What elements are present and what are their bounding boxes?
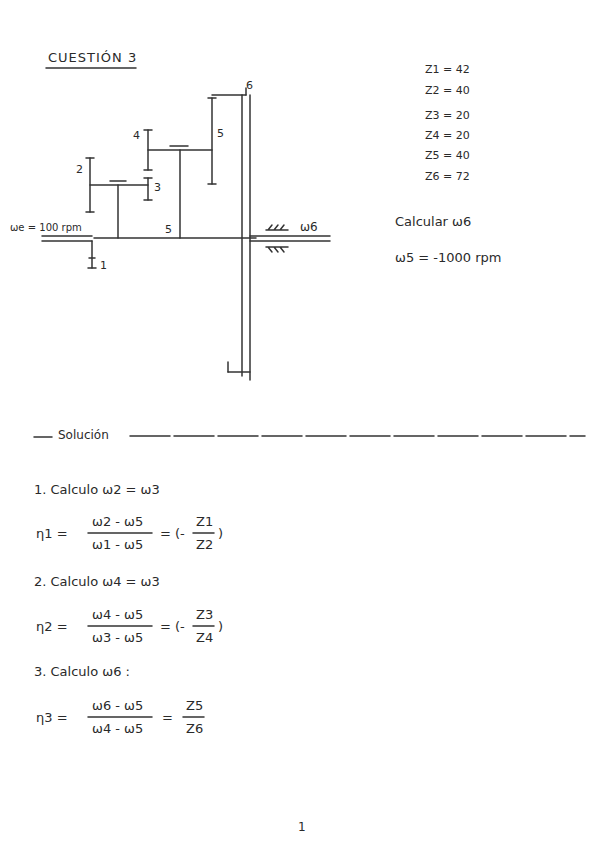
equation-term: ω1 - ω5 bbox=[92, 537, 143, 552]
equation-term: ) bbox=[218, 526, 223, 541]
gear-3 bbox=[144, 199, 152, 201]
teeth-count: Z3 = 20 bbox=[425, 108, 470, 123]
fraction-bar bbox=[88, 532, 152, 534]
ring-gear-6 bbox=[249, 95, 251, 380]
gear-4 bbox=[144, 129, 152, 131]
equation-term: ) bbox=[218, 619, 223, 634]
carrier-arm bbox=[179, 150, 181, 238]
planet-bearing bbox=[170, 145, 188, 147]
gear-2 bbox=[86, 211, 94, 213]
equation-term: Z1 bbox=[196, 514, 213, 529]
gear-3 bbox=[147, 178, 149, 200]
gear-5 bbox=[211, 98, 213, 184]
fraction-bar bbox=[193, 532, 214, 534]
equation-term: Z6 bbox=[186, 721, 203, 736]
teeth-count: Z1 = 42 bbox=[425, 62, 470, 77]
gear-5 bbox=[208, 183, 216, 185]
ring-gear-6 bbox=[212, 94, 246, 96]
equation-term: = bbox=[162, 710, 173, 725]
input-shaft bbox=[42, 240, 92, 242]
equation-term: ω6 - ω5 bbox=[92, 698, 143, 713]
fraction-bar bbox=[88, 716, 152, 718]
teeth-count: Z4 = 20 bbox=[425, 128, 470, 143]
ring-gear-6 bbox=[241, 95, 243, 376]
equation-term: ω4 - ω5 bbox=[92, 607, 143, 622]
carrier-shaft bbox=[94, 237, 256, 239]
output-shaft bbox=[250, 240, 330, 242]
gear-5 bbox=[208, 97, 216, 99]
part-label: ωe = 100 rpm bbox=[10, 220, 82, 235]
problem-note: Calcular ω6 bbox=[395, 214, 471, 229]
ring-gear-6 bbox=[227, 362, 229, 372]
separator-line bbox=[130, 435, 585, 437]
carrier-arm bbox=[117, 185, 119, 238]
gear-3 bbox=[144, 177, 152, 179]
planet-bearing bbox=[110, 180, 126, 182]
part-label: ω6 bbox=[300, 220, 318, 235]
fraction-bar bbox=[183, 716, 204, 718]
equation-term: = (- bbox=[160, 526, 185, 541]
fraction-bar bbox=[193, 625, 214, 627]
equation-term: η3 = bbox=[36, 710, 68, 725]
equation-term: Z3 bbox=[196, 607, 213, 622]
equation-term: Z2 bbox=[196, 537, 213, 552]
equation-term: η1 = bbox=[36, 526, 68, 541]
teeth-count: Z2 = 40 bbox=[425, 83, 470, 98]
gear-1 bbox=[88, 267, 96, 269]
gear-1 bbox=[89, 257, 95, 259]
equation-term: ω2 - ω5 bbox=[92, 514, 143, 529]
title-underline bbox=[46, 67, 136, 69]
problem-note: ω5 = -1000 rpm bbox=[395, 250, 501, 265]
equation-term: η2 = bbox=[36, 619, 68, 634]
step-heading: 2. Calculo ω4 = ω3 bbox=[34, 574, 160, 589]
fraction-bar bbox=[88, 625, 152, 627]
bearing-hatch bbox=[266, 225, 288, 252]
gear-2 bbox=[86, 157, 94, 159]
input-shaft bbox=[42, 235, 92, 237]
part-label: 2 bbox=[76, 162, 83, 177]
part-label: 6 bbox=[246, 78, 253, 93]
equation-term: ω3 - ω5 bbox=[92, 630, 143, 645]
step-heading: 1. Calculo ω2 = ω3 bbox=[34, 482, 160, 497]
teeth-count: Z6 = 72 bbox=[425, 169, 470, 184]
part-label: 3 bbox=[154, 180, 161, 195]
part-label: 1 bbox=[100, 258, 107, 273]
ring-gear-6 bbox=[228, 371, 250, 373]
part-label: 5 bbox=[165, 222, 172, 237]
planet-shaft bbox=[90, 184, 148, 186]
question-title: CUESTIÓN 3 bbox=[48, 50, 137, 65]
output-shaft bbox=[250, 235, 330, 237]
part-label: 4 bbox=[133, 128, 140, 143]
part-label: 5 bbox=[217, 126, 224, 141]
separator-dash bbox=[34, 436, 52, 438]
gear-1 bbox=[91, 241, 93, 268]
equation-term: Z5 bbox=[186, 698, 203, 713]
equation-term: Z4 bbox=[196, 630, 213, 645]
equation-term: ω4 - ω5 bbox=[92, 721, 143, 736]
page-number: 1 bbox=[298, 820, 306, 835]
equation-term: = (- bbox=[160, 619, 185, 634]
step-heading: 3. Calculo ω6 : bbox=[34, 664, 130, 679]
teeth-count: Z5 = 40 bbox=[425, 148, 470, 163]
section-heading: Solución bbox=[58, 428, 109, 443]
gear-4 bbox=[144, 169, 152, 171]
